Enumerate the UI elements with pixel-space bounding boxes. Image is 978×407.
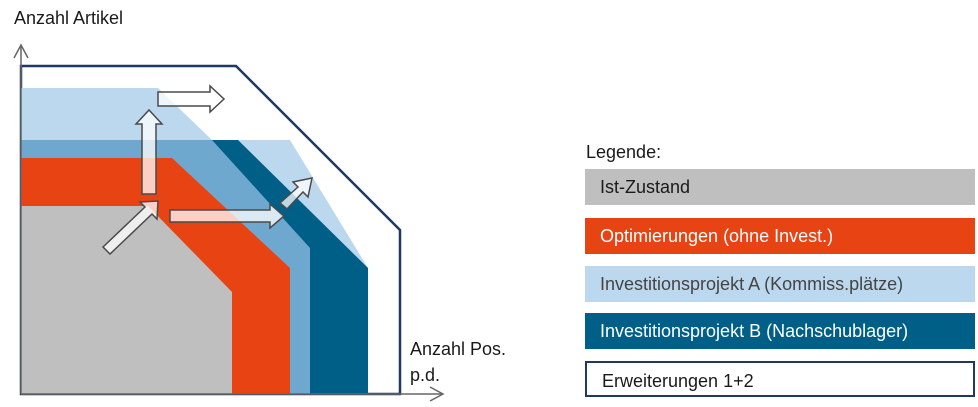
legend-label: Optimierungen (ohne Invest.) (600, 226, 834, 246)
legend-label: Ist-Zustand (600, 177, 691, 197)
arrow-diagonal-right (278, 177, 313, 211)
legend-item-erweiterungen: Erweiterungen 1+2 (585, 361, 975, 397)
legend-title: Legende: (586, 142, 662, 162)
legend-label: Investitionsprojekt A (Kommiss.plätze) (600, 274, 904, 294)
area-ist-zustand (21, 206, 232, 394)
y-axis-arrowhead (13, 43, 29, 59)
legend-item-optimierungen: Optimierungen (ohne Invest.) (585, 218, 975, 254)
y-axis-label: Anzahl Artikel (14, 8, 124, 28)
arrow-up (134, 108, 164, 195)
x-axis-arrowhead (429, 386, 445, 402)
legend-item-investitionsprojekt-a: Investitionsprojekt A (Kommiss.plätze) (585, 266, 975, 302)
legend-label: Erweiterungen 1+2 (602, 371, 754, 391)
arrow-right-middle (169, 202, 286, 230)
x-axis-label: Anzahl Pos. p.d. (410, 339, 507, 385)
legend-label: Investitionsprojekt B (Nachschublager) (600, 321, 909, 341)
arrow-right-top (157, 84, 226, 114)
arrow-diagonal-left (101, 200, 159, 256)
legend-item-ist-zustand: Ist-Zustand (585, 169, 975, 205)
legend-item-investitionsprojekt-b: Investitionsprojekt B (Nachschublager) (585, 313, 975, 349)
